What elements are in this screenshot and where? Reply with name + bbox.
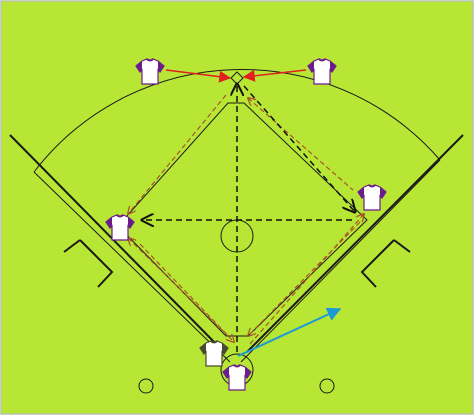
red-arrow-left: [165, 69, 232, 83]
right-foul-line: [240, 134, 464, 363]
third-base-coach-box: [63, 239, 114, 288]
first-base-coach-box: [360, 239, 411, 288]
left-foul-line: [9, 134, 231, 363]
on-deck-circle-left: [138, 378, 154, 394]
red-arrow-right: [242, 69, 307, 82]
black-dashed-paths: [142, 84, 355, 352]
outfield-fence-arc: [33, 68, 441, 173]
blue-batted-ball-arrow: [237, 307, 342, 357]
brown-dashed-paths: [128, 94, 364, 345]
on-deck-circle-right: [319, 378, 335, 394]
